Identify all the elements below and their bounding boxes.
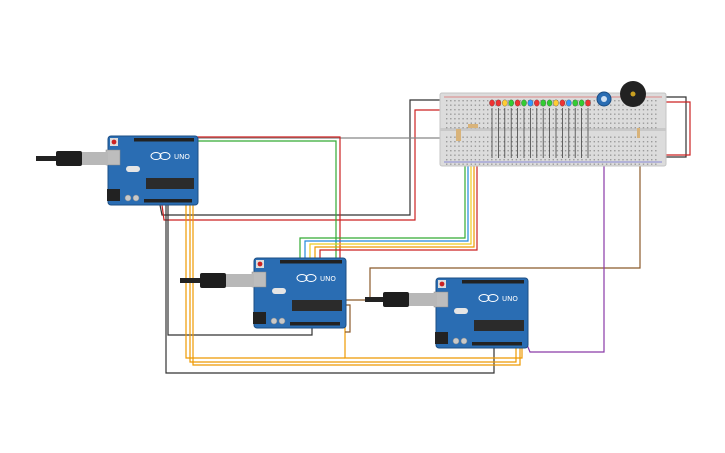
led-row <box>489 99 591 107</box>
wire-orange-2[interactable] <box>189 205 517 363</box>
wire-red[interactable] <box>161 109 448 221</box>
led[interactable] <box>540 99 546 107</box>
wire-blue-bundle[interactable] <box>304 128 469 262</box>
usb-cable-3[interactable] <box>365 292 437 307</box>
wire-black-low[interactable] <box>165 205 495 374</box>
led[interactable] <box>534 99 540 107</box>
wire-green-top[interactable] <box>194 140 337 262</box>
arduino-uno-board[interactable]: UNO <box>105 135 199 206</box>
wire-orange-bundle[interactable] <box>314 128 475 262</box>
board-model-label: UNO <box>502 295 518 303</box>
led-leads <box>491 108 589 158</box>
wire-black-right[interactable] <box>648 96 687 158</box>
wire-orange-4[interactable] <box>344 326 523 359</box>
arduino-uno-board[interactable]: UNO <box>433 277 529 349</box>
wire-red-top[interactable] <box>190 136 341 262</box>
led[interactable] <box>527 99 534 107</box>
led[interactable] <box>521 99 527 107</box>
wire-orange-3[interactable] <box>192 205 521 366</box>
arduino-uno-board[interactable]: UNO <box>251 257 347 329</box>
wire-red-bundle[interactable] <box>319 128 478 262</box>
led[interactable] <box>495 99 502 107</box>
board-model-label: UNO <box>174 153 190 161</box>
led[interactable] <box>553 99 559 107</box>
led[interactable] <box>508 99 514 107</box>
wire-brown-2[interactable] <box>345 304 351 333</box>
led[interactable] <box>572 99 578 107</box>
buzzer[interactable] <box>620 81 646 107</box>
wire-orange-1[interactable] <box>185 205 345 359</box>
led[interactable] <box>514 99 521 107</box>
breadboard[interactable] <box>439 81 667 167</box>
led[interactable] <box>559 99 566 107</box>
wire-green-bundle[interactable] <box>299 128 466 262</box>
wire-yellow-bundle[interactable] <box>309 128 472 262</box>
potentiometer[interactable] <box>596 91 612 107</box>
wire-black[interactable] <box>159 99 448 216</box>
arduino-logo-icon <box>478 294 499 302</box>
usb-cable-2[interactable] <box>180 273 254 288</box>
arduino-boards: UNO UNO UNO <box>105 135 529 349</box>
arduino-logo-icon <box>296 274 317 282</box>
led[interactable] <box>585 99 591 107</box>
led[interactable] <box>502 99 508 107</box>
wire-black-mid[interactable] <box>167 205 313 336</box>
arduino-logo-icon <box>150 152 171 160</box>
led[interactable] <box>489 99 495 107</box>
led[interactable] <box>566 99 572 107</box>
usb-cables <box>36 151 437 307</box>
board-model-label: UNO <box>320 275 336 283</box>
led[interactable] <box>546 99 553 107</box>
led[interactable] <box>578 99 585 107</box>
wire-brown[interactable] <box>345 128 641 301</box>
wires <box>159 96 691 374</box>
wire-red-right[interactable] <box>648 101 691 156</box>
resistors <box>456 124 640 141</box>
usb-cable-1[interactable] <box>36 151 108 166</box>
